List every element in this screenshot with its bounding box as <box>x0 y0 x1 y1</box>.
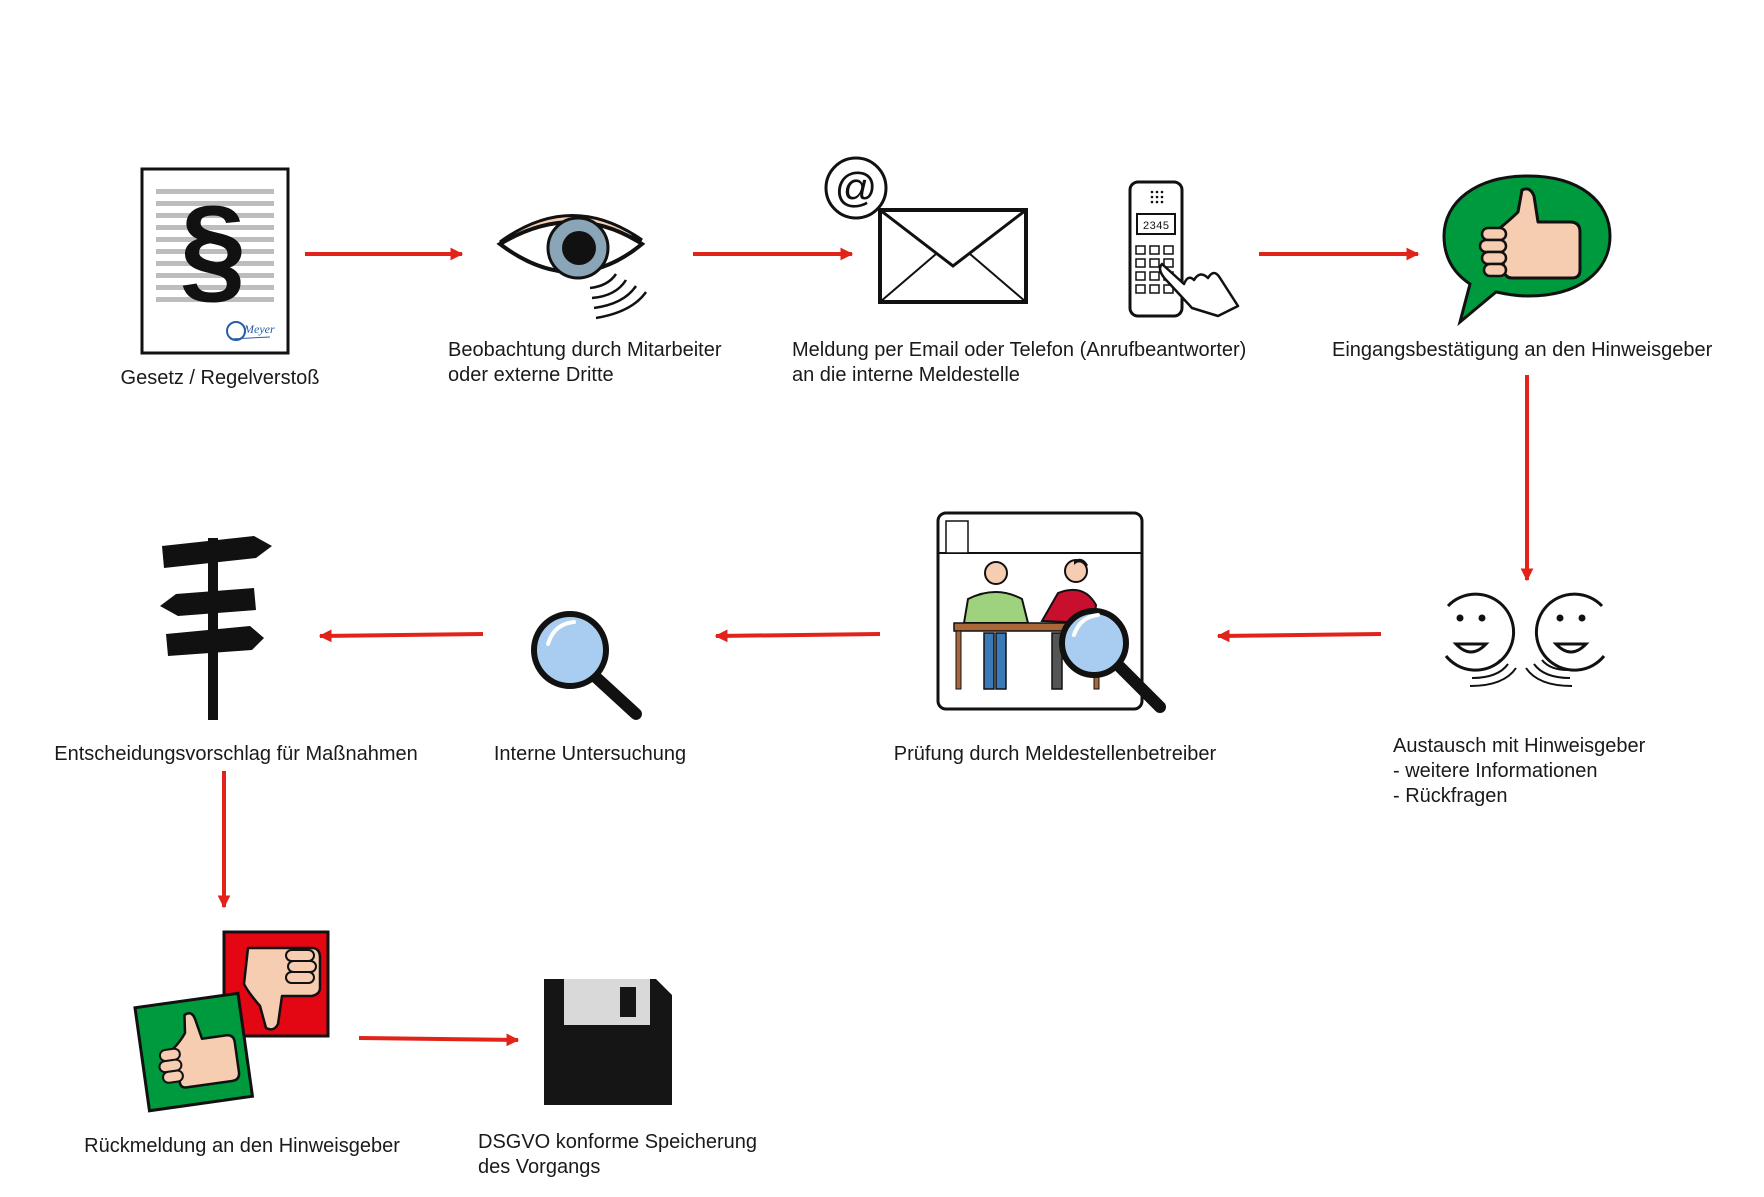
thumbs-up-down-icon <box>133 928 332 1114</box>
step-label-storage: DSGVO konforme Speicherung des Vorgangs <box>478 1131 758 1178</box>
eye-icon <box>496 200 656 330</box>
floppy-disk-icon <box>540 975 676 1109</box>
publisher-logo: Meyer <box>243 322 275 336</box>
arrow-review-to-investigation <box>714 629 881 643</box>
talking-faces-icon <box>1428 580 1614 692</box>
signpost-icon <box>156 526 280 720</box>
magnifier-icon <box>526 606 646 722</box>
svg-text:@: @ <box>835 164 878 211</box>
email-phone-icon: @ 2345 <box>822 156 1268 318</box>
step-label-decision: Entscheidungsvorschlag für Maßnahmen <box>54 743 418 765</box>
arrow-feedback-to-storage <box>358 1033 520 1047</box>
thumbs-up-speech-icon <box>1440 172 1616 328</box>
arrow-exchange-to-review <box>1216 629 1382 643</box>
step-label-law: Gesetz / Regelverstoß <box>120 367 320 389</box>
step-label-review: Prüfung durch Meldestellenbetreiber <box>893 743 1217 765</box>
meeting-magnifier-icon <box>934 509 1174 714</box>
step-label-feedback: Rückmeldung an den Hinweisgeber <box>84 1135 400 1157</box>
step-label-report: Meldung per Email oder Telefon (Anrufbea… <box>792 339 1247 386</box>
step-label-confirmation: Eingangsbestätigung an den Hinweisgeber <box>1332 339 1713 361</box>
step-label-observation: Beobachtung durch Mitarbeiter oder exter… <box>448 339 722 386</box>
phone-display-text: 2345 <box>1143 221 1169 233</box>
arrow-investigation-to-decision <box>318 629 484 643</box>
step-label-investigation: Interne Untersuchung <box>493 743 687 765</box>
step-label-exchange: Austausch mit Hinweisgeber - weitere Inf… <box>1393 735 1646 807</box>
paragraph-document-icon: § Meyer <box>140 167 290 355</box>
svg-text:§: § <box>180 181 247 315</box>
